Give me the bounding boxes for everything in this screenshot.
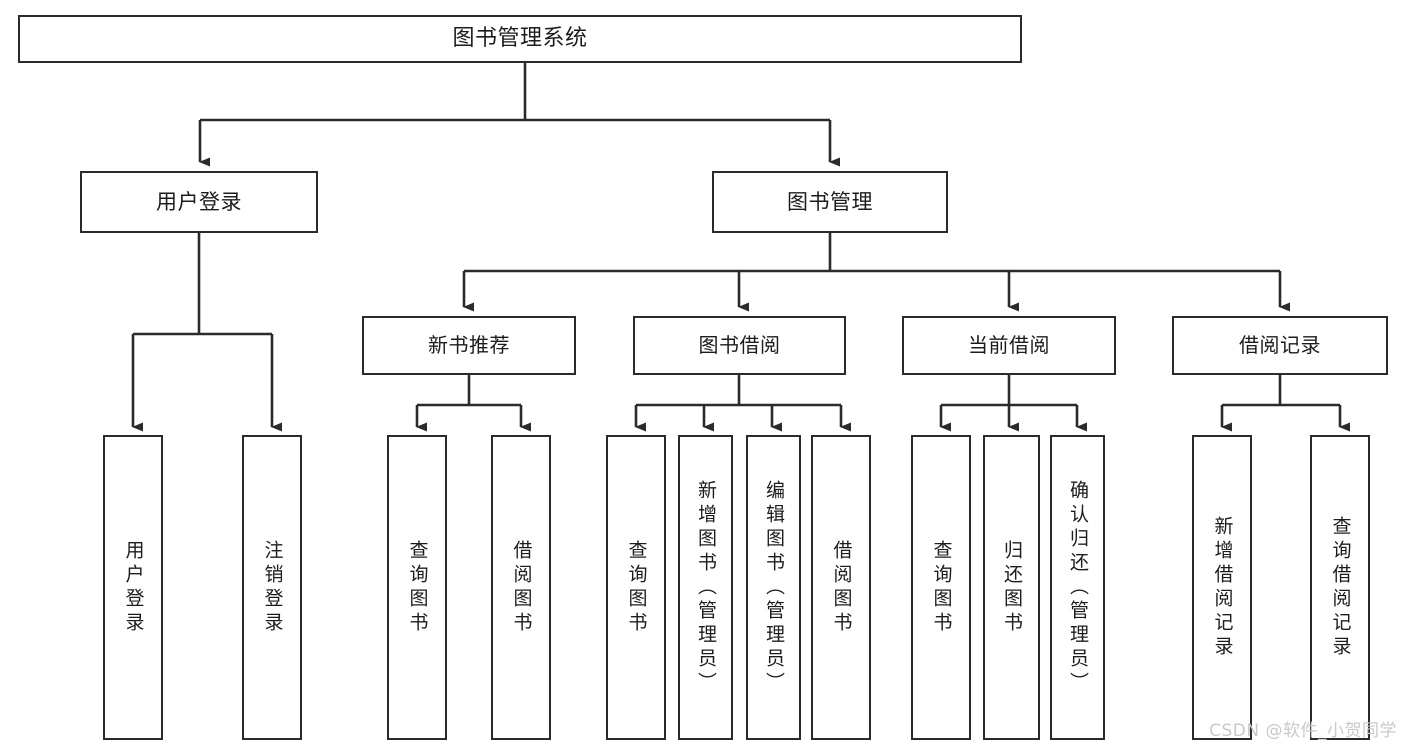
node-leaf-logout[interactable]: 注销登录: [242, 435, 302, 740]
node-label: 借阅记录: [1239, 333, 1321, 357]
node-label: 注销登录: [261, 539, 284, 636]
node-leaf-user-login[interactable]: 用户登录: [103, 435, 163, 740]
node-label: 新增借阅记录: [1211, 515, 1234, 660]
node-leaf-return-book[interactable]: 归还图书: [983, 435, 1040, 740]
node-label: 编辑图书（管理员）: [763, 479, 785, 696]
node-leaf-query-book-1[interactable]: 查询图书: [387, 435, 447, 740]
node-label: 用户登录: [156, 189, 242, 214]
node-new-book-recommend[interactable]: 新书推荐: [362, 316, 576, 375]
node-root-book-management-system[interactable]: 图书管理系统: [18, 15, 1022, 63]
node-leaf-query-book-3[interactable]: 查询图书: [911, 435, 971, 740]
node-current-borrow[interactable]: 当前借阅: [902, 316, 1116, 375]
node-leaf-confirm-return[interactable]: 确认归还（管理员）: [1050, 435, 1105, 740]
node-label: 新增图书（管理员）: [695, 479, 717, 696]
node-user-login[interactable]: 用户登录: [80, 171, 318, 233]
node-leaf-borrow-book-1[interactable]: 借阅图书: [491, 435, 551, 740]
node-label: 图书管理: [787, 189, 873, 214]
node-leaf-edit-book[interactable]: 编辑图书（管理员）: [746, 435, 801, 740]
node-label: 查询图书: [406, 539, 429, 636]
node-label: 查询图书: [930, 539, 953, 636]
node-label: 查询图书: [625, 539, 648, 636]
node-leaf-borrow-book-2[interactable]: 借阅图书: [811, 435, 871, 740]
node-label: 借阅图书: [510, 539, 533, 636]
node-label: 归还图书: [1001, 539, 1023, 636]
node-label: 图书管理系统: [452, 26, 588, 52]
node-book-borrow[interactable]: 图书借阅: [633, 316, 846, 375]
node-label: 查询借阅记录: [1329, 515, 1352, 660]
node-label: 借阅图书: [830, 539, 853, 636]
node-label: 新书推荐: [428, 333, 510, 357]
node-label: 用户登录: [122, 539, 145, 636]
node-leaf-add-book[interactable]: 新增图书（管理员）: [678, 435, 733, 740]
node-label: 当前借阅: [968, 333, 1050, 357]
node-leaf-query-record[interactable]: 查询借阅记录: [1310, 435, 1370, 740]
node-leaf-add-record[interactable]: 新增借阅记录: [1192, 435, 1252, 740]
node-book-manage[interactable]: 图书管理: [712, 171, 948, 233]
node-leaf-query-book-2[interactable]: 查询图书: [606, 435, 666, 740]
node-label: 确认归还（管理员）: [1067, 479, 1089, 696]
node-borrow-record[interactable]: 借阅记录: [1172, 316, 1388, 375]
node-label: 图书借阅: [698, 333, 781, 357]
csdn-watermark: CSDN @软件_小贺同学: [1209, 721, 1397, 741]
